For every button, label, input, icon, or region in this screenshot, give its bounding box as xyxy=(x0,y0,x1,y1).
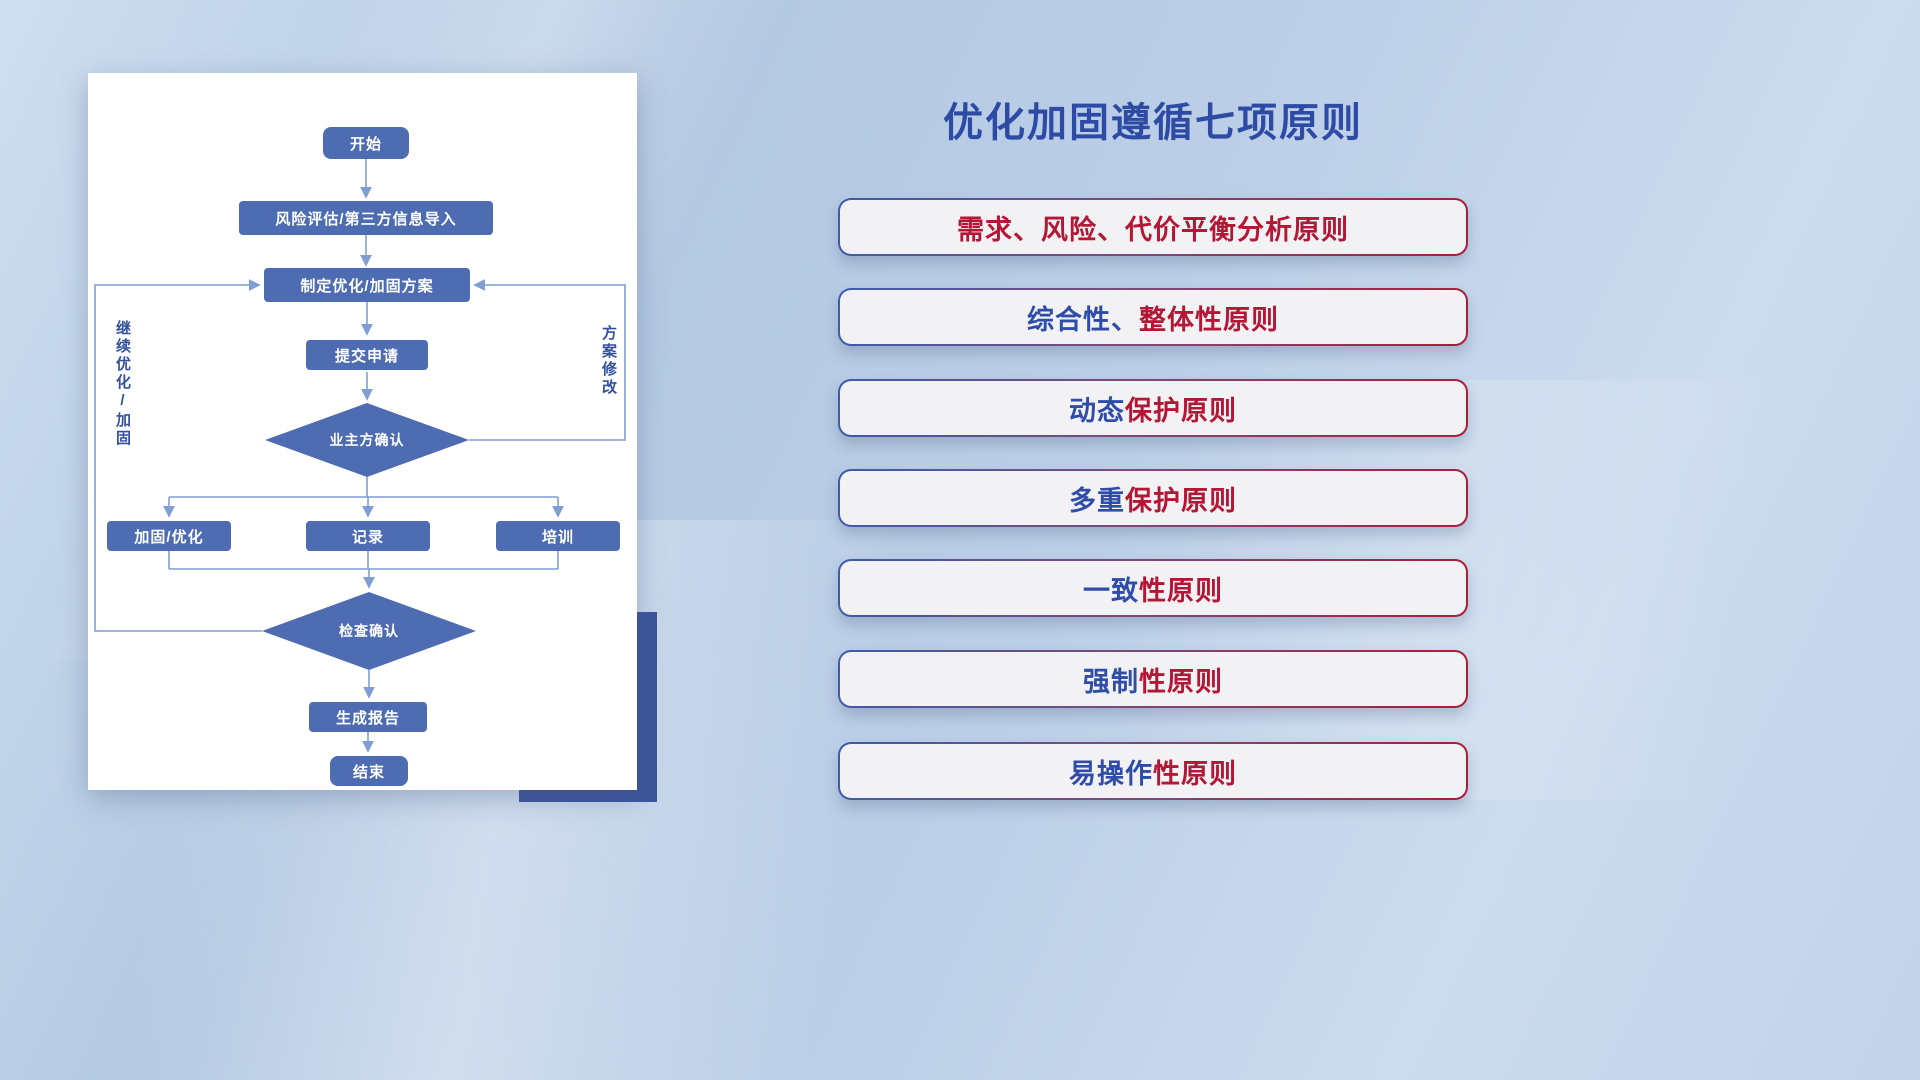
principle-text-red: 保护原则 xyxy=(1125,395,1237,426)
principle-label: 强制性原则 xyxy=(840,652,1466,706)
principle-text-blue: 动态 xyxy=(1069,395,1125,426)
principle-text-blue: 易操作 xyxy=(1069,758,1153,789)
page-title: 优化加固遵循七项原则 xyxy=(943,101,1363,145)
principle-label: 易操作性原则 xyxy=(840,744,1466,798)
principle-text-blue: 多重 xyxy=(1069,485,1125,516)
flow-node-record: 记录 xyxy=(306,521,430,551)
principle-item-2: 综合性、整体性原则 xyxy=(838,288,1468,346)
principle-label: 多重保护原则 xyxy=(840,471,1466,525)
principle-item-4: 多重保护原则 xyxy=(838,469,1468,527)
flow-node-start: 开始 xyxy=(323,127,409,159)
flow-node-train: 培训 xyxy=(496,521,620,551)
principle-item-7: 易操作性原则 xyxy=(838,742,1468,800)
flow-node-make-plan: 制定优化/加固方案 xyxy=(264,268,470,302)
flow-connectors xyxy=(94,159,626,753)
principle-text-red: 性原则 xyxy=(1139,666,1223,697)
flow-node-harden: 加固/优化 xyxy=(107,521,231,551)
flow-node-end: 结束 xyxy=(330,756,408,786)
flow-node-submit: 提交申请 xyxy=(306,340,428,370)
principles-panel: 优化加固遵循七项原则 需求、风险、代价平衡分析原则 综合性、整体性原则 动态保护… xyxy=(838,90,1468,870)
principle-label: 动态保护原则 xyxy=(840,381,1466,435)
flowchart-card: 开始 风险评估/第三方信息导入 制定优化/加固方案 提交申请 业主方确认 加固/… xyxy=(88,73,637,790)
principle-text-red: 性原则 xyxy=(1139,575,1223,606)
principle-label: 综合性、整体性原则 xyxy=(840,290,1466,344)
principle-text-red: 性原则 xyxy=(1153,758,1237,789)
principle-label: 需求、风险、代价平衡分析原则 xyxy=(840,200,1466,254)
principle-item-3: 动态保护原则 xyxy=(838,379,1468,437)
principle-item-1: 需求、风险、代价平衡分析原则 xyxy=(838,198,1468,256)
principle-text-red: 整体性原则 xyxy=(1139,304,1279,335)
principle-text-red: 需求、风险、代价平衡分析原则 xyxy=(957,214,1349,245)
principle-label: 一致性原则 xyxy=(840,561,1466,615)
loop-label-plan-modify: 方案修改 xyxy=(600,325,617,397)
principle-text-blue: 一致 xyxy=(1083,575,1139,606)
loop-label-continue-optimize: 继续优化/加固 xyxy=(114,320,131,448)
principle-text-blue: 综合性、 xyxy=(1027,304,1139,335)
principle-text-red: 保护原则 xyxy=(1125,485,1237,516)
principle-item-5: 一致性原则 xyxy=(838,559,1468,617)
flow-node-risk-import: 风险评估/第三方信息导入 xyxy=(239,201,493,235)
flow-node-report: 生成报告 xyxy=(309,702,427,732)
principle-item-6: 强制性原则 xyxy=(838,650,1468,708)
principle-text-blue: 强制 xyxy=(1083,666,1139,697)
